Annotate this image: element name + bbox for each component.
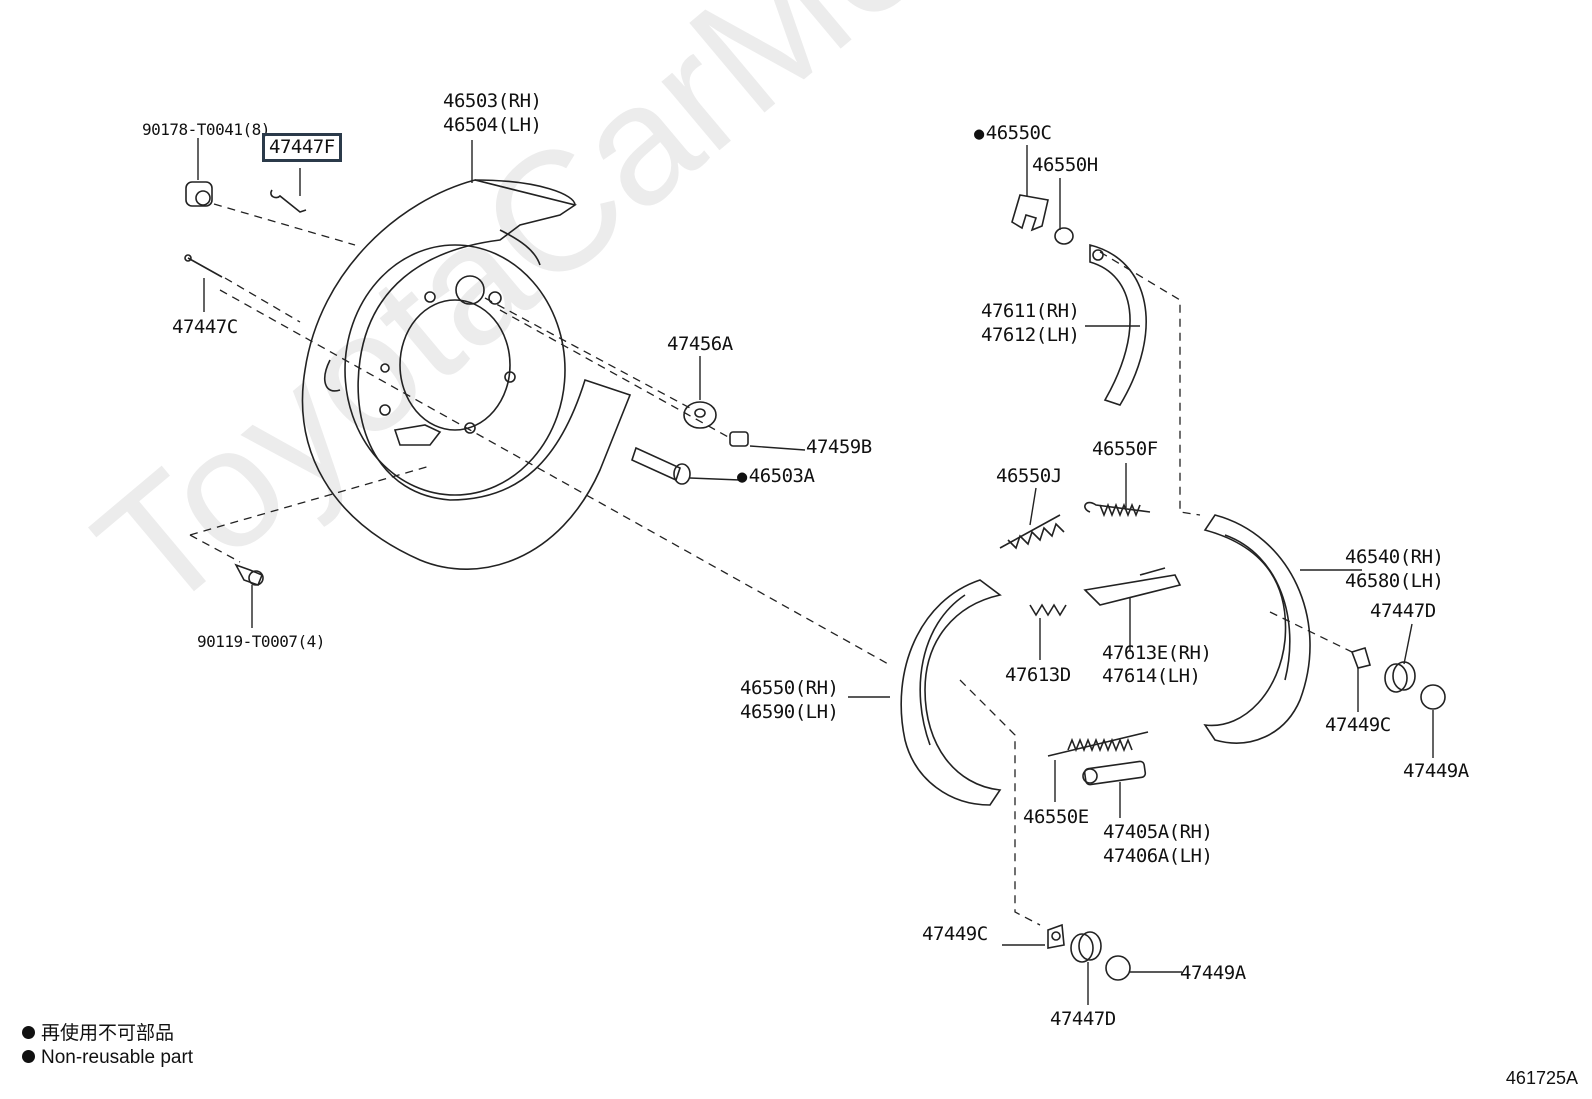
label-47447C[interactable]: 47447C bbox=[172, 316, 238, 338]
label-47449C-b[interactable]: 47449C bbox=[922, 923, 988, 945]
label-90119[interactable]: 90119-T0007(4) bbox=[197, 632, 325, 651]
label-47611[interactable]: 47611(RH) bbox=[981, 300, 1080, 322]
label-47447D-a[interactable]: 47447D bbox=[1370, 600, 1436, 622]
bullet-icon bbox=[22, 1050, 35, 1063]
label-46580[interactable]: 46580(LH) bbox=[1345, 570, 1444, 592]
label-47456A[interactable]: 47456A bbox=[667, 333, 733, 355]
label-47613E[interactable]: 47613E(RH) bbox=[1102, 642, 1212, 664]
label-90178[interactable]: 90178-T0041(8) bbox=[142, 120, 270, 139]
spring-47447D-b[interactable] bbox=[1070, 931, 1102, 963]
bolt-90119[interactable] bbox=[234, 563, 264, 587]
clip-46550C[interactable] bbox=[1011, 194, 1049, 232]
label-46590[interactable]: 46590(LH) bbox=[740, 701, 839, 723]
label-47612[interactable]: 47612(LH) bbox=[981, 324, 1080, 346]
assembly-lines bbox=[189, 203, 1353, 926]
plug-47459B[interactable] bbox=[729, 431, 749, 447]
cup-47449A-a[interactable] bbox=[1420, 684, 1446, 710]
label-46504[interactable]: 46504(LH) bbox=[443, 114, 542, 136]
label-46550E[interactable]: 46550E bbox=[1023, 806, 1089, 828]
washer-46550H[interactable] bbox=[1054, 227, 1074, 245]
figure-id: 461725A bbox=[1505, 1068, 1578, 1088]
label-47613D[interactable]: 47613D bbox=[1005, 664, 1071, 686]
leader-lines bbox=[197, 138, 1434, 1005]
label-47405A[interactable]: 47405A(RH) bbox=[1103, 821, 1213, 843]
pin-47447C[interactable] bbox=[184, 254, 223, 278]
spring-46550E[interactable] bbox=[1047, 731, 1149, 757]
legend-en-text: Non-reusable part bbox=[41, 1047, 194, 1068]
label-47449A-b[interactable]: 47449A bbox=[1180, 962, 1246, 984]
cup-47449C-a[interactable] bbox=[1350, 646, 1372, 669]
lever-47611[interactable] bbox=[1089, 243, 1147, 406]
washer-47456A[interactable] bbox=[683, 401, 717, 429]
label-47449A-a[interactable]: 47449A bbox=[1403, 760, 1469, 782]
cup-47449A-b[interactable] bbox=[1105, 955, 1131, 981]
spring-46550F[interactable] bbox=[1084, 501, 1151, 518]
label-46503[interactable]: 46503(RH) bbox=[443, 90, 542, 112]
shoe-46550[interactable] bbox=[900, 579, 1002, 806]
spring-47447D-a[interactable] bbox=[1384, 661, 1416, 693]
label-46503A[interactable]: 46503A bbox=[737, 465, 815, 489]
legend-jp: 再使用不可部品 bbox=[22, 1022, 174, 1045]
label-47614[interactable]: 47614(LH) bbox=[1102, 665, 1201, 687]
label-46550J[interactable]: 46550J bbox=[996, 465, 1062, 487]
shoe-46540[interactable] bbox=[1203, 514, 1311, 744]
legend-jp-text: 再使用不可部品 bbox=[41, 1023, 175, 1044]
label-46550H[interactable]: 46550H bbox=[1032, 154, 1098, 176]
label-46550[interactable]: 46550(RH) bbox=[740, 677, 839, 699]
legend-en: Non-reusable part bbox=[22, 1046, 193, 1069]
backing-plate[interactable] bbox=[301, 179, 632, 570]
label-47447F-highlighted[interactable]: 47447F bbox=[262, 133, 342, 162]
spring-46550J[interactable] bbox=[999, 514, 1065, 550]
bolt-46503A[interactable] bbox=[631, 446, 691, 485]
clip-47447F[interactable] bbox=[270, 189, 307, 213]
label-47449C-a[interactable]: 47449C bbox=[1325, 714, 1391, 736]
cup-47449C-b[interactable] bbox=[1047, 923, 1065, 949]
spring-47613D[interactable] bbox=[1029, 603, 1067, 617]
bullet-icon bbox=[22, 1026, 35, 1039]
strut-47613E[interactable] bbox=[1083, 567, 1182, 606]
bolt-90178[interactable] bbox=[185, 181, 213, 207]
adjuster-47405A[interactable] bbox=[1082, 760, 1147, 786]
label-46550C[interactable]: 46550C bbox=[974, 122, 1052, 146]
label-46550F[interactable]: 46550F bbox=[1092, 438, 1158, 460]
label-47406A[interactable]: 47406A(LH) bbox=[1103, 845, 1213, 867]
label-47459B[interactable]: 47459B bbox=[806, 436, 872, 458]
label-46540[interactable]: 46540(RH) bbox=[1345, 546, 1444, 568]
label-47447D-b[interactable]: 47447D bbox=[1050, 1008, 1116, 1030]
